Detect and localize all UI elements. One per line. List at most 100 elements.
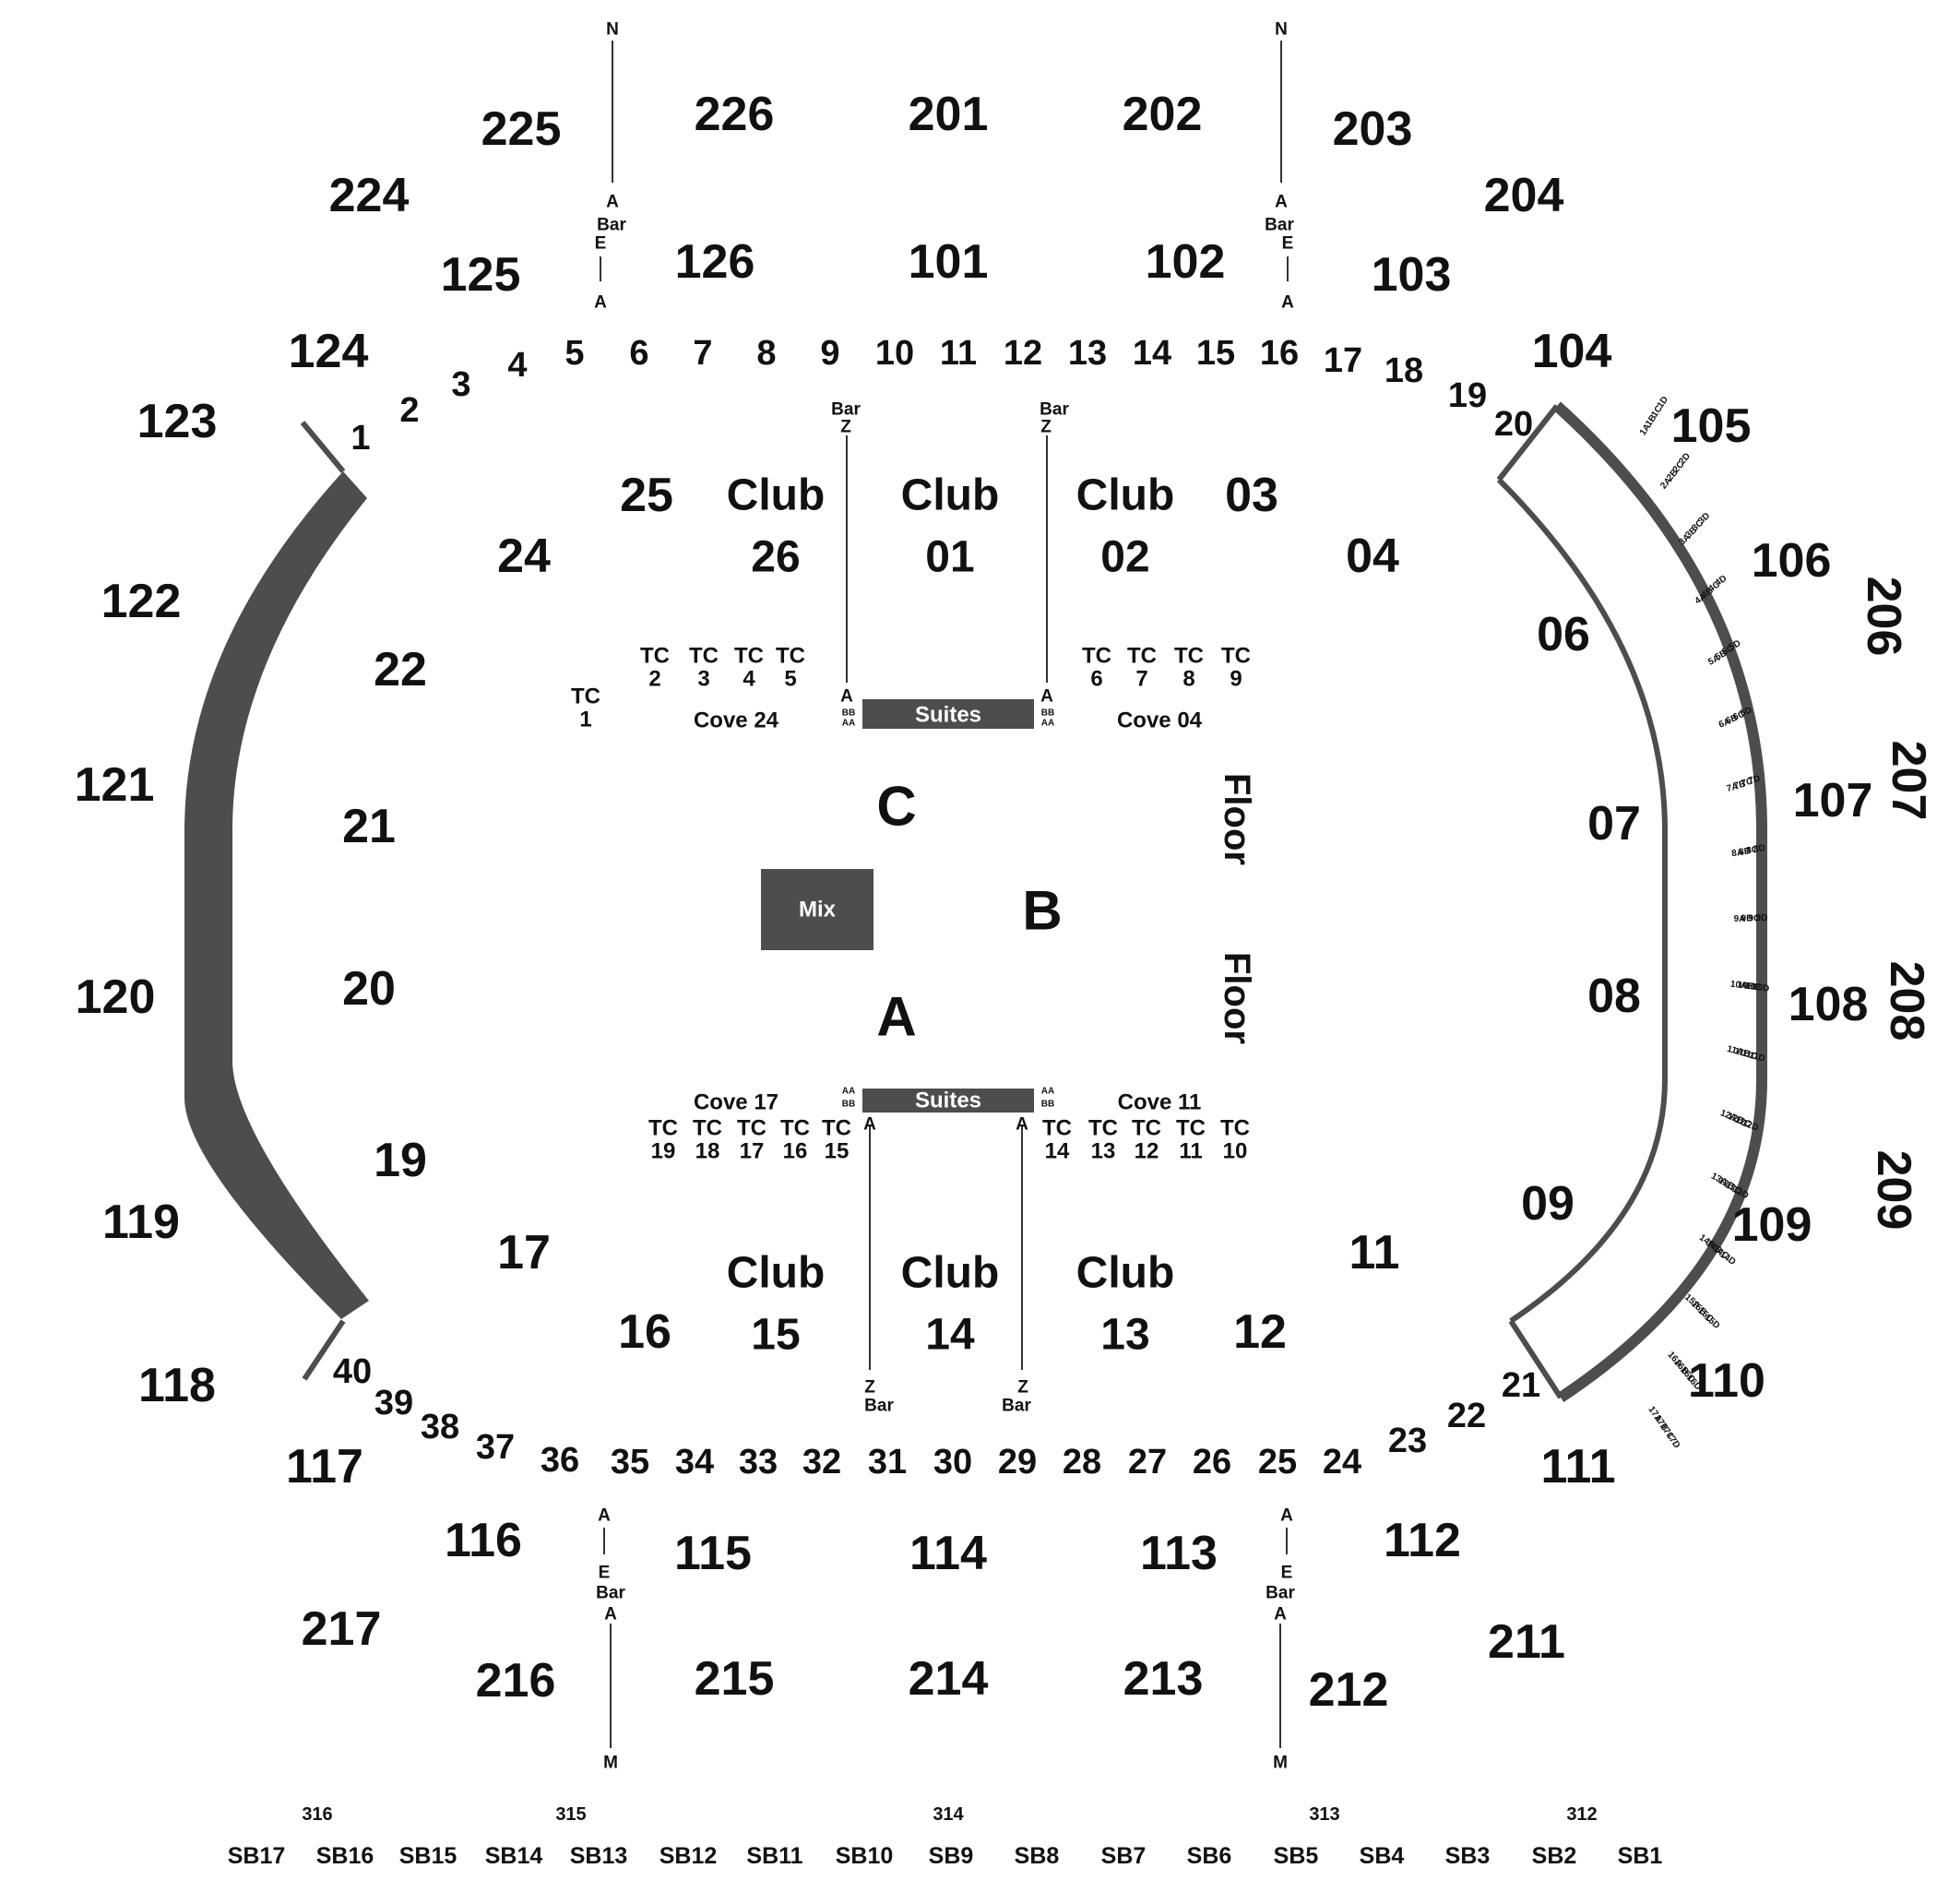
row-13[interactable]: 13: [1068, 334, 1107, 373]
row-16[interactable]: 16: [1260, 334, 1299, 373]
vip-seat-5C[interactable]: 5C: [1720, 643, 1735, 658]
club-02[interactable]: 02: [1100, 533, 1149, 582]
table-16[interactable]: 16: [783, 1139, 808, 1164]
section-225[interactable]: 225: [481, 102, 562, 156]
cove-1[interactable]: Cove 04: [1117, 708, 1203, 733]
vip-seat-11D[interactable]: 11D: [1748, 1051, 1766, 1065]
row-27[interactable]: 27: [1128, 1443, 1167, 1482]
club-01[interactable]: 01: [925, 533, 974, 582]
vip-seat-7D[interactable]: 7D: [1747, 774, 1761, 787]
table-9[interactable]: 9: [1230, 667, 1242, 692]
row-8[interactable]: 8: [756, 334, 776, 373]
vip-seat-11B[interactable]: 11B: [1733, 1046, 1752, 1060]
row-40[interactable]: 40: [333, 1352, 372, 1391]
table-7[interactable]: 7: [1135, 667, 1147, 692]
section-103[interactable]: 103: [1372, 248, 1452, 302]
table-13[interactable]: 13: [1091, 1139, 1116, 1164]
vip-seat-17D[interactable]: 17D: [1664, 1431, 1682, 1450]
section-119[interactable]: 119: [102, 1196, 180, 1249]
floor-section-11[interactable]: 11: [1349, 1226, 1400, 1279]
floor-a[interactable]: A: [876, 986, 916, 1048]
section-112[interactable]: 112: [1384, 1514, 1461, 1567]
table-2[interactable]: 2: [648, 667, 660, 692]
section-117[interactable]: 117: [286, 1440, 363, 1493]
skybox-SB2[interactable]: SB2: [1532, 1843, 1577, 1869]
vip-seat-8D[interactable]: 8D: [1753, 843, 1766, 854]
row-19[interactable]: 19: [1448, 376, 1487, 415]
row-5[interactable]: 5: [564, 334, 584, 373]
row-10[interactable]: 10: [875, 334, 914, 373]
table-4[interactable]: 4: [743, 667, 755, 692]
row-18[interactable]: 18: [1384, 351, 1423, 390]
section-120[interactable]: 120: [76, 970, 156, 1024]
vip-seat-6A[interactable]: 6A: [1717, 717, 1732, 731]
row-15[interactable]: 15: [1196, 334, 1235, 373]
section-315[interactable]: 315: [555, 1804, 586, 1825]
section-226[interactable]: 226: [695, 88, 775, 141]
section-109[interactable]: 109: [1732, 1198, 1812, 1252]
table-10[interactable]: 10: [1223, 1139, 1248, 1164]
vip-seat-5B[interactable]: 5B: [1714, 649, 1729, 663]
table-15[interactable]: 15: [825, 1139, 850, 1164]
floor-section-07[interactable]: 07: [1587, 797, 1641, 851]
vip-seat-11C[interactable]: 11C: [1741, 1048, 1759, 1062]
section-110[interactable]: 110: [1688, 1354, 1765, 1408]
vip-seat-5A[interactable]: 5A: [1706, 653, 1721, 668]
mix-position[interactable]: [761, 869, 873, 950]
vip-seat-8C[interactable]: 8C: [1746, 845, 1759, 856]
table-18[interactable]: 18: [695, 1139, 720, 1164]
club-14[interactable]: 14: [925, 1311, 975, 1360]
row-29[interactable]: 29: [998, 1443, 1037, 1482]
section-207[interactable]: 207: [1882, 741, 1935, 821]
row-22[interactable]: 22: [1447, 1397, 1486, 1435]
section-116[interactable]: 116: [445, 1514, 522, 1567]
section-108[interactable]: 108: [1788, 978, 1869, 1031]
section-212[interactable]: 212: [1309, 1663, 1389, 1717]
row-35[interactable]: 35: [611, 1443, 649, 1482]
floor-section-25[interactable]: 25: [620, 469, 673, 522]
vip-seat-10B[interactable]: 10B: [1737, 981, 1755, 993]
section-214[interactable]: 214: [909, 1652, 989, 1706]
vip-seat-10A[interactable]: 10A: [1729, 980, 1748, 992]
table-1[interactable]: 1: [579, 708, 591, 732]
section-208[interactable]: 208: [1880, 961, 1933, 1041]
row-7[interactable]: 7: [693, 334, 712, 373]
floor-b[interactable]: B: [1022, 880, 1062, 942]
suites-bar-top[interactable]: [862, 699, 1034, 729]
vip-seat-6B[interactable]: 6B: [1725, 713, 1740, 727]
table-6[interactable]: 6: [1090, 667, 1102, 692]
section-213[interactable]: 213: [1123, 1652, 1204, 1706]
floor-section-22[interactable]: 22: [374, 643, 427, 696]
skybox-SB5[interactable]: SB5: [1274, 1843, 1319, 1869]
section-126[interactable]: 126: [675, 235, 755, 289]
bar-club-bottom-left[interactable]: Bar: [864, 1397, 894, 1416]
table-14[interactable]: 14: [1045, 1139, 1070, 1164]
skybox-SB14[interactable]: SB14: [485, 1843, 543, 1869]
vip-seat-7C[interactable]: 7C: [1741, 777, 1754, 790]
section-118[interactable]: 118: [138, 1359, 216, 1412]
section-316[interactable]: 316: [302, 1804, 332, 1825]
skybox-SB8[interactable]: SB8: [1015, 1843, 1060, 1869]
floor-section-16[interactable]: 16: [618, 1305, 671, 1359]
row-14[interactable]: 14: [1133, 334, 1171, 373]
vip-seat-8A[interactable]: 8A: [1731, 848, 1744, 859]
section-121[interactable]: 121: [75, 758, 155, 812]
section-124[interactable]: 124: [289, 325, 369, 378]
floor-section-20[interactable]: 20: [342, 962, 396, 1016]
row-26[interactable]: 26: [1193, 1443, 1231, 1482]
cove-0[interactable]: Cove 24: [694, 708, 779, 733]
section-206[interactable]: 206: [1857, 577, 1910, 657]
table-8[interactable]: 8: [1182, 667, 1194, 692]
section-204[interactable]: 204: [1484, 169, 1564, 222]
skybox-SB16[interactable]: SB16: [316, 1843, 374, 1869]
row-3[interactable]: 3: [451, 365, 470, 404]
table-3[interactable]: 3: [697, 667, 709, 692]
table-5[interactable]: 5: [784, 667, 796, 692]
floor-section-08[interactable]: 08: [1587, 970, 1641, 1023]
section-125[interactable]: 125: [441, 248, 521, 302]
table-19[interactable]: 19: [651, 1139, 676, 1164]
section-209[interactable]: 209: [1867, 1150, 1920, 1231]
row-32[interactable]: 32: [802, 1443, 841, 1482]
floor-section-12[interactable]: 12: [1233, 1305, 1287, 1359]
floor-section-17[interactable]: 17: [497, 1226, 551, 1279]
